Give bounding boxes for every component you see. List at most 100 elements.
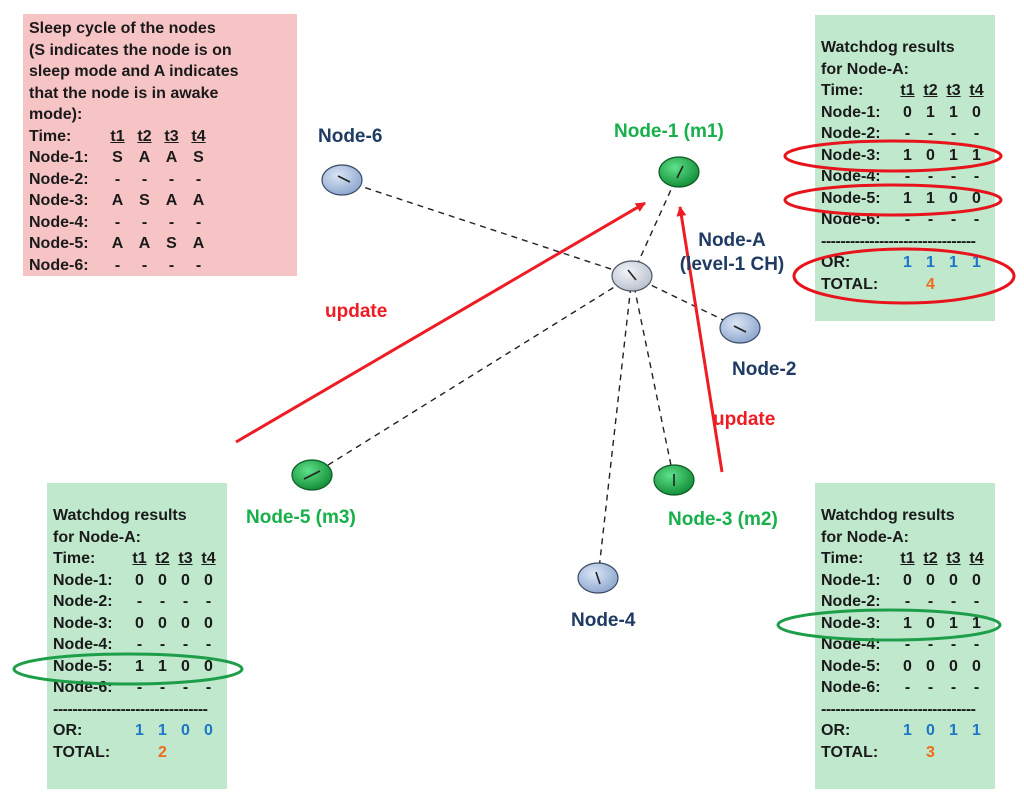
or-cell: 1 — [135, 722, 144, 739]
node-2-icon — [719, 312, 761, 344]
watchdog-row: Node-3: 0 0 0 0 — [53, 613, 222, 635]
row-label: Node-2: — [821, 593, 881, 610]
row-label: Node-2: — [53, 593, 113, 610]
watchdog-title-line: for Node-A: — [821, 528, 909, 546]
sleep-title-line: that the node is in awake — [29, 84, 219, 102]
cell: A — [165, 149, 178, 166]
cell: 0 — [903, 657, 912, 675]
update-label-left: update — [325, 301, 388, 322]
total-value: 3 — [926, 743, 935, 761]
cell: - — [904, 593, 911, 610]
watchdog-row: Node-4: - - - - — [821, 634, 990, 656]
cell: 1 — [926, 103, 935, 121]
cell: 1 — [949, 103, 958, 121]
cell: A — [111, 235, 124, 252]
node-1-label: Node-1 (m1) — [614, 121, 724, 142]
cell: - — [927, 168, 934, 185]
cell: - — [904, 125, 911, 142]
cell: - — [904, 168, 911, 185]
cell: A — [138, 235, 151, 252]
cell: - — [973, 125, 980, 142]
row-label: Node-6: — [29, 256, 89, 274]
row-label: Node-3: — [821, 146, 881, 164]
watchdog-row: Node-2: - - - - — [53, 591, 222, 613]
row-label: Node-1: — [53, 571, 113, 589]
or-cell: 1 — [158, 722, 167, 739]
row-label: Node-4: — [821, 636, 881, 653]
cell: A — [192, 235, 205, 252]
separator: -------------------------------- — [821, 700, 976, 718]
cell: - — [168, 213, 175, 231]
sleep-row: Node-5: A A S A — [29, 233, 291, 255]
time-label: Time: — [821, 82, 864, 99]
cell: S — [112, 149, 123, 166]
separator: -------------------------------- — [53, 700, 208, 718]
sleep-row: Node-4: - - - - — [29, 212, 291, 234]
row-label: Node-3: — [53, 614, 113, 632]
cell: 0 — [135, 571, 144, 589]
cell: 0 — [949, 657, 958, 675]
row-label: Node-5: — [29, 235, 89, 252]
cell: - — [159, 593, 166, 610]
or-cell: 0 — [926, 722, 935, 739]
row-label: Node-2: — [29, 170, 89, 188]
watchdog-row: Node-6: - - - - — [53, 677, 222, 699]
cell: 0 — [135, 614, 144, 632]
watchdog-time-header: Time: t1 t2 t3 t4 — [821, 548, 990, 570]
link-node3 — [631, 275, 675, 481]
cell: S — [193, 149, 204, 166]
cell: S — [139, 192, 150, 209]
total-row: TOTAL: 2 — [53, 742, 222, 764]
cell: - — [950, 593, 957, 610]
watchdog-row: Node-4: - - - - — [53, 634, 222, 656]
total-row: TOTAL: 4 — [821, 274, 990, 296]
node-1-icon — [658, 156, 700, 188]
node-5-label: Node-5 (m3) — [246, 507, 356, 528]
cell: 0 — [204, 614, 213, 632]
time-cell: t1 — [110, 127, 125, 145]
cell: - — [205, 636, 212, 653]
cell: - — [159, 636, 166, 653]
time-cell: t3 — [178, 550, 193, 567]
cell: 1 — [158, 657, 167, 675]
node-6-icon — [321, 164, 363, 196]
sleep-time-header: Time: t1 t2 t3 t4 — [29, 126, 291, 148]
cell: 0 — [181, 571, 190, 589]
cell: A — [111, 192, 124, 209]
time-cell: t4 — [969, 550, 984, 567]
cell: - — [182, 679, 189, 696]
watchdog-title-line: for Node-A: — [53, 528, 141, 546]
cell: - — [904, 679, 911, 696]
or-row: OR: 1 1 0 0 — [53, 720, 222, 742]
cell: - — [182, 593, 189, 610]
watchdog-title-line: for Node-A: — [821, 60, 909, 78]
or-cell: 1 — [972, 722, 981, 739]
time-cell: t3 — [946, 82, 961, 99]
row-label: Node-1: — [29, 149, 89, 166]
row-label: Node-4: — [29, 213, 89, 231]
watchdog-row: Node-2: - - - - — [821, 591, 990, 613]
node-3-label: Node-3 (m2) — [668, 509, 778, 530]
or-cell: 1 — [949, 722, 958, 739]
total-value: 4 — [926, 275, 935, 293]
or-label: OR: — [821, 722, 851, 739]
or-cell: 1 — [926, 254, 935, 271]
cell: - — [927, 593, 934, 610]
time-cell: t3 — [164, 127, 179, 145]
row-label: Node-4: — [821, 168, 881, 185]
sleep-row: Node-2: - - - - — [29, 169, 291, 191]
watchdog-row: Node-5: 1 1 0 0 — [53, 656, 222, 678]
sleep-title-line: (S indicates the node is on — [29, 41, 232, 59]
node-a-label-line2: (level-1 CH) — [679, 254, 785, 275]
sleep-title-line: sleep mode and A indicates — [29, 63, 239, 80]
cell: 0 — [949, 189, 958, 207]
cell: - — [973, 593, 980, 610]
node-3-icon — [653, 464, 695, 496]
watchdog-row: Node-3: 1 0 1 1 — [821, 613, 990, 635]
cell: 0 — [972, 571, 981, 589]
time-cell: t1 — [132, 550, 147, 567]
cell: 1 — [926, 189, 935, 207]
time-cell: t2 — [155, 550, 170, 567]
total-label: TOTAL: — [53, 743, 111, 761]
cell: - — [927, 125, 934, 142]
